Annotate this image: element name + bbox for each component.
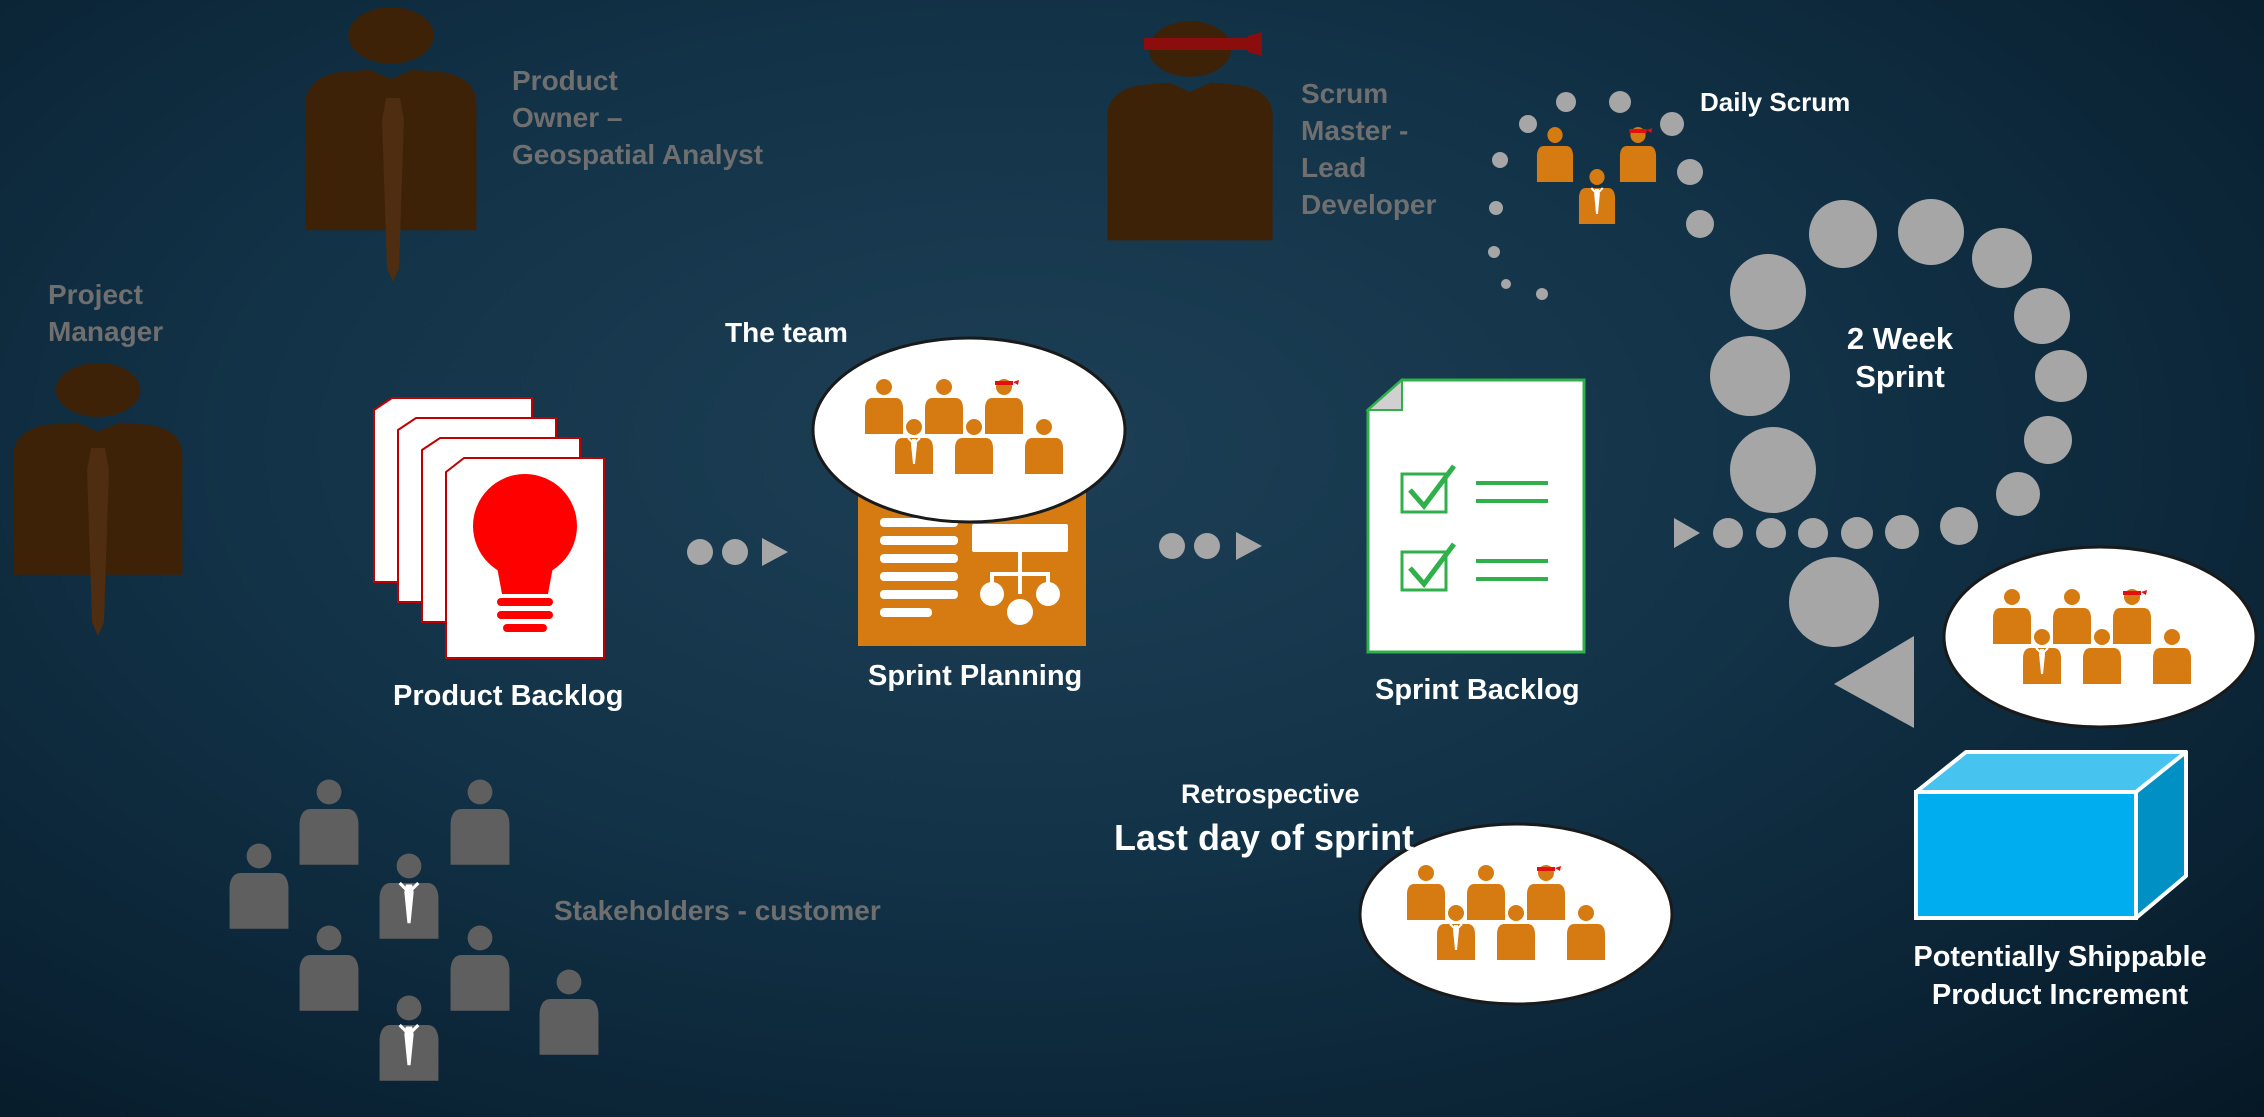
- org-chart-icon: [972, 524, 1068, 625]
- retrospective-team-oval: [1358, 822, 1674, 1006]
- sprint-cycle-label: 2 Week Sprint: [1846, 321, 1954, 394]
- the-team-label: The team: [725, 317, 848, 348]
- stakeholders-label: Stakeholders - customer: [554, 895, 881, 926]
- retrospective-label: Retrospective: [1181, 779, 1360, 809]
- arrow-icon: [687, 532, 1262, 566]
- box-icon: [1914, 750, 2188, 920]
- product-owner-figure: [305, 7, 477, 282]
- stakeholders-group: [229, 779, 599, 1083]
- sprint-planning-label: Sprint Planning: [868, 660, 1083, 692]
- increment-team-oval: [1942, 545, 2258, 729]
- scrum-master-label: Scrum Master - Lead Developer: [1301, 78, 1437, 220]
- project-manager-label: Project Manager: [48, 279, 164, 347]
- sprint-backlog-label: Sprint Backlog: [1375, 674, 1580, 706]
- scrum-master-figure: [1107, 21, 1273, 241]
- team-oval: [811, 336, 1127, 524]
- daily-scrum-label: Daily Scrum: [1700, 87, 1851, 117]
- retrospective-when-label: Last day of sprint: [1114, 817, 1415, 858]
- project-manager-figure: [13, 363, 183, 636]
- daily-scrum-team: [1536, 127, 1657, 225]
- checklist-icon: [1400, 464, 1548, 592]
- product-backlog-icon: [373, 397, 605, 659]
- sprint-backlog-document: [1365, 377, 1586, 654]
- product-backlog-label: Product Backlog: [393, 680, 624, 712]
- daily-scrum-cycle: [1488, 91, 1714, 300]
- sprint-cycle: [1674, 199, 2087, 728]
- increment-label: Potentially Shippable Product Increment: [1913, 941, 2207, 1011]
- lightbulb-icon: [473, 474, 577, 632]
- product-owner-label: Product Owner – Geospatial Analyst: [512, 65, 764, 170]
